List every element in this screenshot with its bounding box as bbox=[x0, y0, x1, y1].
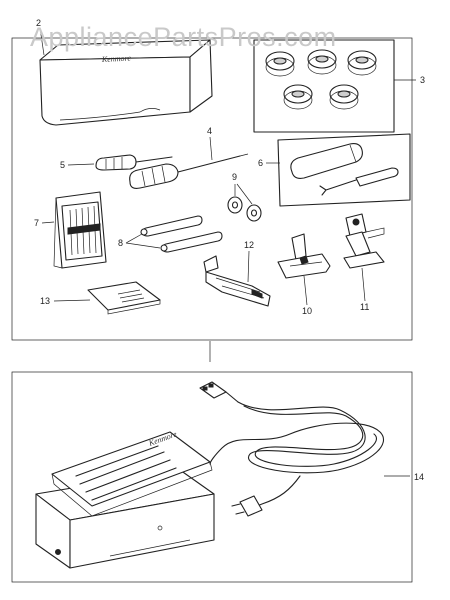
bobbins-panel bbox=[253, 39, 395, 133]
svg-text:4: 4 bbox=[207, 126, 212, 136]
svg-text:14: 14 bbox=[414, 472, 424, 482]
callout-12: 12 bbox=[244, 240, 254, 283]
box-brand-text: Kenmore bbox=[101, 53, 132, 64]
bobbin bbox=[307, 49, 337, 75]
svg-text:3: 3 bbox=[420, 75, 425, 85]
callout-4: 4 bbox=[207, 126, 213, 161]
bobbin bbox=[265, 51, 295, 77]
svg-text:12: 12 bbox=[244, 240, 254, 250]
callout-5: 5 bbox=[60, 160, 95, 170]
svg-text:13: 13 bbox=[40, 296, 50, 306]
accessory-kit-frame bbox=[11, 37, 413, 341]
foot-pedal: Kenmore bbox=[35, 429, 215, 569]
svg-text:8: 8 bbox=[118, 238, 123, 248]
svg-text:5: 5 bbox=[60, 160, 65, 170]
seam-ripper-panel bbox=[277, 133, 411, 207]
accessory-box: Kenmore bbox=[39, 39, 213, 126]
callout-13: 13 bbox=[40, 296, 91, 306]
svg-text:11: 11 bbox=[360, 302, 369, 312]
small-screwdriver bbox=[95, 154, 173, 171]
callout-3: 3 bbox=[394, 75, 425, 85]
needle-pack bbox=[53, 191, 107, 269]
callout-7: 7 bbox=[34, 218, 55, 228]
callout-9: 9 bbox=[232, 172, 253, 205]
spool-pins bbox=[140, 215, 223, 253]
svg-text:2: 2 bbox=[36, 18, 41, 28]
bobbin bbox=[283, 84, 313, 110]
power-cord bbox=[199, 381, 385, 517]
foot-control-frame bbox=[11, 371, 413, 583]
bobbin bbox=[347, 50, 377, 76]
button-foot bbox=[343, 213, 385, 269]
callout-11: 11 bbox=[360, 267, 369, 312]
callout-8: 8 bbox=[118, 233, 161, 249]
bobbin bbox=[329, 84, 359, 110]
callout-2: 2 bbox=[36, 18, 45, 56]
callout-14: 14 bbox=[384, 472, 424, 482]
presser-foot bbox=[277, 233, 331, 279]
large-screwdriver bbox=[129, 153, 249, 189]
buttonhole-plate bbox=[87, 281, 161, 315]
svg-text:7: 7 bbox=[34, 218, 39, 228]
svg-text:10: 10 bbox=[302, 306, 312, 316]
svg-text:9: 9 bbox=[232, 172, 237, 182]
callout-6: 6 bbox=[258, 158, 280, 168]
washers bbox=[227, 196, 262, 222]
callout-10: 10 bbox=[302, 275, 312, 316]
svg-text:6: 6 bbox=[258, 158, 263, 168]
watermark-text: AppliancePartsPros.com bbox=[30, 22, 337, 52]
zipper-foot bbox=[203, 255, 271, 307]
